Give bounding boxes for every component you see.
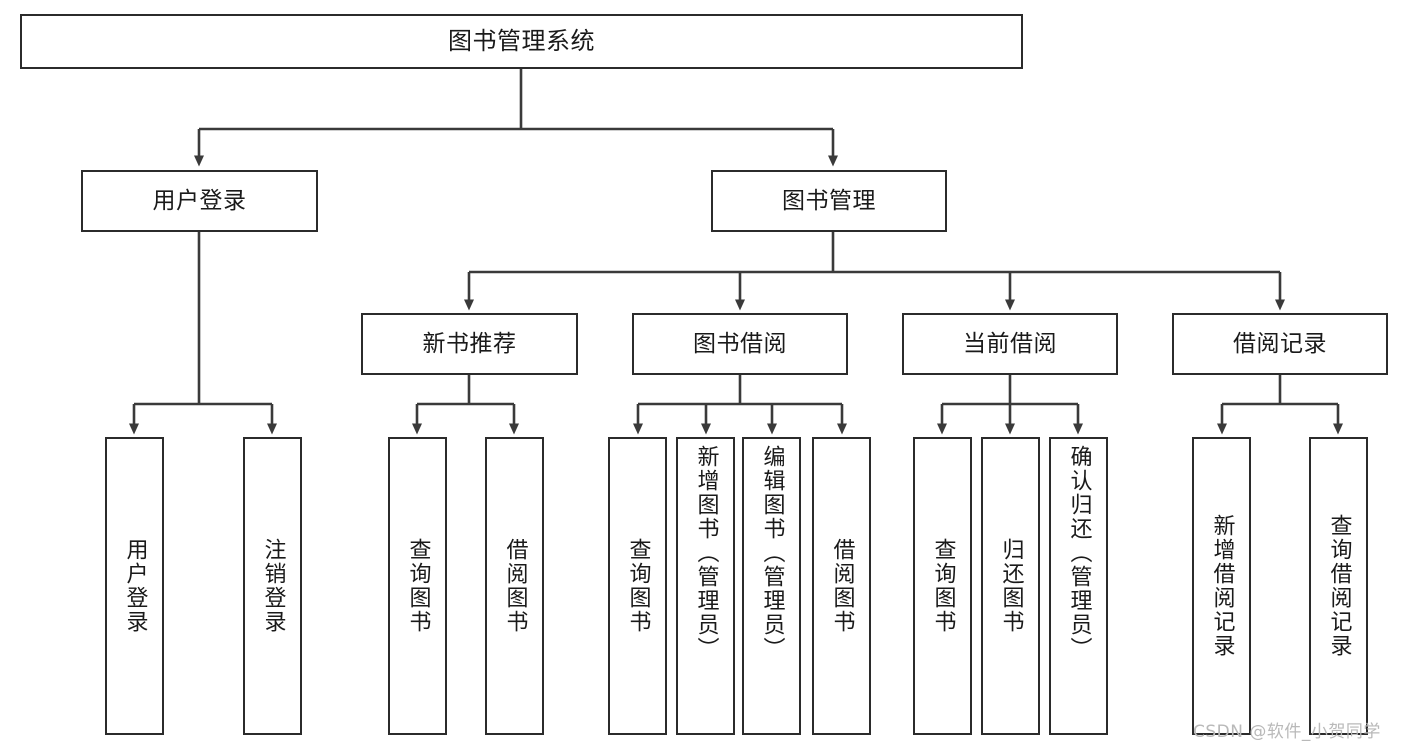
csdn-watermark: CSDN @软件_小贺同学: [1193, 722, 1381, 742]
node-book-borrow-label: 图书借阅: [693, 330, 787, 357]
node-leaf-return-book-label: 归还图书: [998, 538, 1024, 634]
node-leaf-query-book-3[interactable]: 查询图书: [913, 437, 972, 735]
node-user-login-label: 用户登录: [152, 187, 247, 214]
node-leaf-confirm-return[interactable]: 确认归还（管理员）: [1049, 437, 1108, 735]
node-leaf-edit-book[interactable]: 编辑图书（管理员）: [742, 437, 801, 735]
node-borrow-record-label: 借阅记录: [1233, 330, 1327, 357]
node-new-book-rec[interactable]: 新书推荐: [361, 313, 578, 375]
node-leaf-query-record-label: 查询借阅记录: [1326, 514, 1352, 658]
node-current-borrow-label: 当前借阅: [963, 330, 1057, 357]
node-leaf-logout[interactable]: 注销登录: [243, 437, 302, 735]
node-leaf-user-login-label: 用户登录: [122, 538, 148, 634]
node-book-manage-label: 图书管理: [782, 187, 876, 214]
node-new-book-rec-label: 新书推荐: [422, 330, 517, 357]
node-book-manage[interactable]: 图书管理: [711, 170, 947, 232]
node-leaf-edit-book-label: 编辑图书（管理员）: [759, 445, 785, 661]
node-leaf-borrow-book-1-label: 借阅图书: [502, 538, 528, 634]
node-leaf-query-book-3-label: 查询图书: [930, 538, 956, 634]
node-user-login[interactable]: 用户登录: [81, 170, 318, 232]
node-leaf-query-book-1[interactable]: 查询图书: [388, 437, 447, 735]
node-borrow-record[interactable]: 借阅记录: [1172, 313, 1388, 375]
node-leaf-query-record[interactable]: 查询借阅记录: [1309, 437, 1368, 735]
node-leaf-add-record-label: 新增借阅记录: [1209, 514, 1235, 658]
node-leaf-add-book-label: 新增图书（管理员）: [693, 445, 719, 661]
node-leaf-user-login[interactable]: 用户登录: [105, 437, 164, 735]
node-root[interactable]: 图书管理系统: [20, 14, 1023, 69]
node-leaf-borrow-book-2-label: 借阅图书: [829, 538, 855, 634]
node-leaf-query-book-1-label: 查询图书: [405, 538, 431, 634]
node-leaf-confirm-return-label: 确认归还（管理员）: [1066, 445, 1092, 661]
node-leaf-borrow-book-1[interactable]: 借阅图书: [485, 437, 544, 735]
node-leaf-query-book-2-label: 查询图书: [625, 538, 651, 634]
node-leaf-return-book[interactable]: 归还图书: [981, 437, 1040, 735]
node-leaf-add-book[interactable]: 新增图书（管理员）: [676, 437, 735, 735]
node-current-borrow[interactable]: 当前借阅: [902, 313, 1118, 375]
node-leaf-logout-label: 注销登录: [260, 538, 286, 634]
node-book-borrow[interactable]: 图书借阅: [632, 313, 848, 375]
node-leaf-add-record[interactable]: 新增借阅记录: [1192, 437, 1251, 735]
node-root-label: 图书管理系统: [448, 26, 595, 55]
node-leaf-query-book-2[interactable]: 查询图书: [608, 437, 667, 735]
node-leaf-borrow-book-2[interactable]: 借阅图书: [812, 437, 871, 735]
